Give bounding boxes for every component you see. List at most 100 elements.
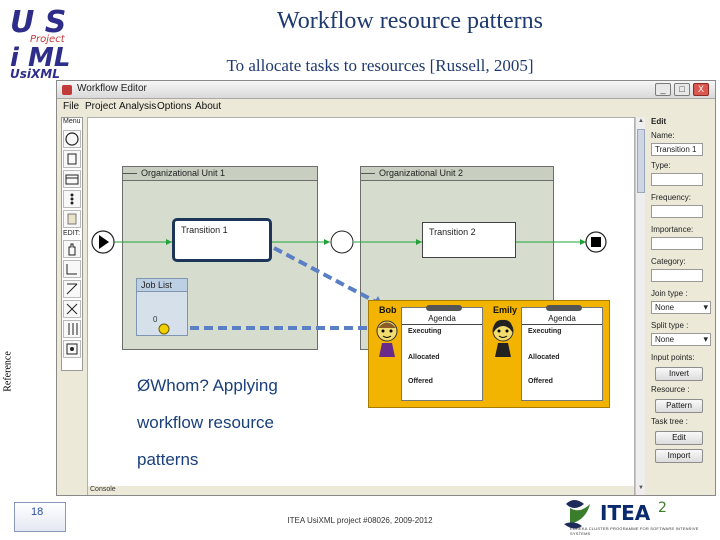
itea-wordmark: ITEA xyxy=(600,501,651,525)
menu-about[interactable]: About xyxy=(195,101,222,112)
page-number: 18 xyxy=(14,502,66,532)
dashed-arrow-to-bob xyxy=(273,246,381,306)
bob-agenda-label: Agenda xyxy=(402,314,482,325)
import-button[interactable]: Import xyxy=(655,449,703,463)
connector-tool-icon[interactable] xyxy=(63,260,81,278)
canvas-vertical-scrollbar[interactable]: ▲ ▼ xyxy=(635,117,645,495)
importance-label: Importance: xyxy=(651,225,694,234)
task-tree-label: Task tree : xyxy=(651,417,688,426)
hand-tool-icon[interactable] xyxy=(63,240,81,258)
join-type-label: Join type : xyxy=(651,289,688,298)
menu-options[interactable]: Options xyxy=(157,101,192,112)
console-label: Console xyxy=(90,486,116,493)
task-tool-icon[interactable] xyxy=(63,150,81,168)
edit-button[interactable]: Edit xyxy=(655,431,703,445)
bullet-line-1: ØWhom? Applying xyxy=(137,376,278,396)
flow-arrow-1-head xyxy=(166,239,172,245)
document-tool-icon[interactable] xyxy=(63,210,81,228)
type-field[interactable] xyxy=(651,173,703,186)
tools-edit-label: EDIT: xyxy=(63,230,81,237)
menu-file[interactable]: File xyxy=(63,101,80,112)
logo-letters-top: U S xyxy=(10,5,66,40)
props-header: Edit xyxy=(651,117,667,126)
emily-executing: Executing xyxy=(528,328,562,335)
delete-tool-icon[interactable] xyxy=(63,300,81,318)
scroll-thumb[interactable] xyxy=(637,129,645,193)
close-button[interactable]: X xyxy=(693,83,709,96)
intermediate-event-icon[interactable] xyxy=(330,230,354,254)
job-list[interactable]: Job List 0 xyxy=(136,278,188,336)
bullet-line-3: patterns xyxy=(137,450,199,470)
task-transition-2[interactable]: Transition 2 xyxy=(422,222,516,258)
emily-agenda-card[interactable]: Agenda Executing Allocated Offered xyxy=(521,305,603,401)
emily-agenda-tab xyxy=(546,305,582,311)
job-list-count: 0 xyxy=(153,315,158,324)
emily-agenda-label: Agenda xyxy=(522,314,602,325)
frequency-label: Frequency: xyxy=(651,193,692,202)
app-icon xyxy=(62,85,72,95)
window-title: Workflow Editor xyxy=(77,83,147,94)
stop-icon xyxy=(591,237,601,247)
gateway-tool-icon[interactable] xyxy=(63,190,81,208)
lane-tool-icon[interactable] xyxy=(63,170,81,188)
menu-bar: File Project Analysis Options About xyxy=(57,99,637,115)
bob-executing: Executing xyxy=(408,328,442,335)
resource-tool-icon[interactable] xyxy=(63,340,81,358)
minimize-button[interactable]: _ xyxy=(655,83,671,96)
bob-avatar-icon[interactable] xyxy=(375,319,399,357)
job-token-icon xyxy=(158,323,170,335)
resource-label: Resource : xyxy=(651,385,690,394)
tools-menu-label: Menu xyxy=(63,118,81,125)
lane-1-label: Organizational Unit 1 xyxy=(123,167,317,181)
flow-overlay xyxy=(91,230,607,334)
scroll-down-icon[interactable]: ▼ xyxy=(638,485,644,491)
window-titlebar[interactable]: Workflow Editor _ □ X xyxy=(57,81,715,99)
flow-arrow-4-head xyxy=(580,239,586,245)
split-type-select[interactable]: None xyxy=(651,333,711,346)
logo-letters-mid: i ML xyxy=(10,43,70,73)
join-type-select[interactable]: None xyxy=(651,301,711,314)
menu-project[interactable]: Project xyxy=(85,101,117,112)
side-label-text: Reference xyxy=(2,351,14,392)
itea-tagline: EUREKA CLUSTER PROGRAMME FOR SOFTWARE IN… xyxy=(570,526,699,536)
resource-panel: Bob Emily Agenda Executing Allocated Off… xyxy=(368,300,610,408)
emily-avatar-icon[interactable] xyxy=(491,319,515,357)
logo-project-word: Project xyxy=(30,34,66,45)
bob-agenda-card[interactable]: Agenda Executing Allocated Offered xyxy=(401,305,483,401)
name-field[interactable]: Transition 1 xyxy=(651,143,703,156)
menu-analysis[interactable]: Analysis xyxy=(119,101,157,112)
properties-panel: Edit Name: Transition 1 Type: Frequency:… xyxy=(647,113,715,495)
itea-logo: ITEA 2 xyxy=(564,500,667,529)
scroll-up-icon[interactable]: ▲ xyxy=(638,118,644,124)
split-type-label: Split type : xyxy=(651,321,689,330)
emily-offered: Offered xyxy=(528,378,553,385)
workflow-canvas[interactable]: Organizational Unit 1 Organizational Uni… xyxy=(87,117,635,495)
task-transition-1[interactable]: Transition 1 xyxy=(172,218,272,262)
frequency-field[interactable] xyxy=(651,205,703,218)
flow-arrow-2-head xyxy=(324,239,330,245)
bob-offered: Offered xyxy=(408,378,433,385)
invert-button[interactable]: Invert xyxy=(655,367,703,381)
line-tool-icon[interactable] xyxy=(63,280,81,298)
name-label: Name: xyxy=(651,131,675,140)
input-points-label: Input points: xyxy=(651,353,695,362)
type-label: Type: xyxy=(651,161,671,170)
console-bar[interactable]: Console xyxy=(88,486,634,495)
workflow-editor-window: Workflow Editor _ □ X File Project Analy… xyxy=(56,80,716,496)
slide-title: Workflow resource patterns xyxy=(277,8,543,34)
slide-subtitle: To allocate tasks to resources [Russell,… xyxy=(226,56,534,75)
category-label: Category: xyxy=(651,257,686,266)
maximize-button[interactable]: □ xyxy=(674,83,690,96)
footer-text: ITEA UsiXML project #08026, 2009-2012 xyxy=(287,516,433,525)
job-list-label: Job List xyxy=(137,279,187,292)
logo-name: UsiXML xyxy=(10,67,60,80)
category-field[interactable] xyxy=(651,269,703,282)
resource-name-emily: Emily xyxy=(493,305,518,315)
pattern-button[interactable]: Pattern xyxy=(655,399,703,413)
bob-allocated: Allocated xyxy=(408,354,440,361)
circle-tool-icon[interactable] xyxy=(63,130,81,148)
align-tool-icon[interactable] xyxy=(63,320,81,338)
bullet-line-2: workflow resource xyxy=(137,413,274,433)
importance-field[interactable] xyxy=(651,237,703,250)
lane-2-label: Organizational Unit 2 xyxy=(361,167,553,181)
